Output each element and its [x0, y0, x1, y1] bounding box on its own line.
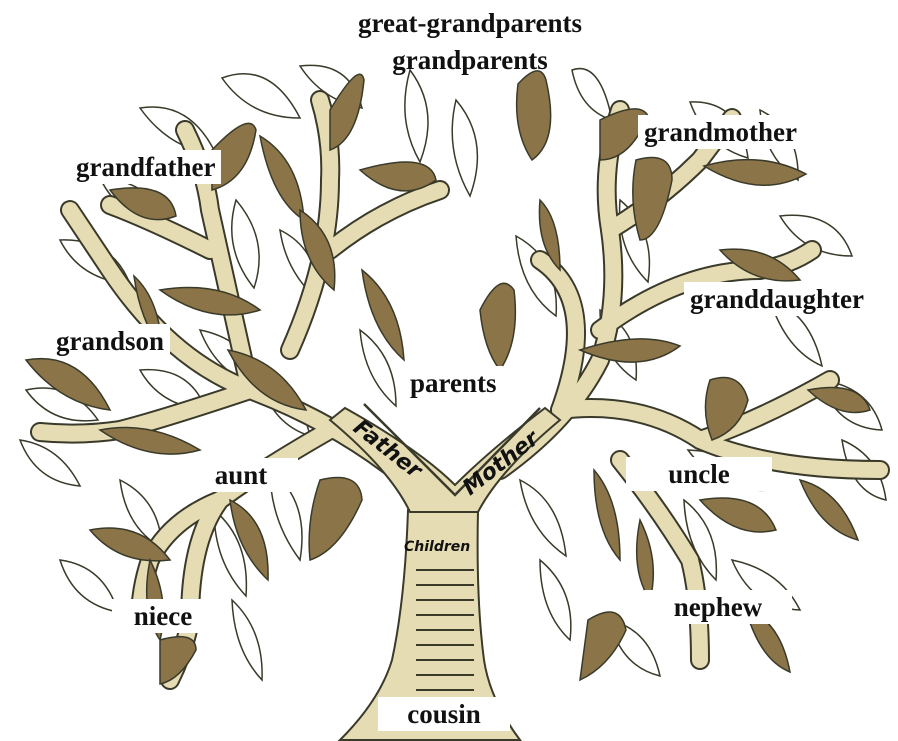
grandmother-label: grandmother: [638, 115, 803, 149]
leaf: [309, 478, 362, 561]
leaf: [520, 480, 566, 556]
great-grandparents-label: great-grandparents: [330, 6, 610, 40]
leaf: [540, 560, 571, 640]
leaf: [800, 480, 858, 540]
leaf: [232, 600, 262, 680]
leaf: [594, 470, 620, 560]
leaf: [637, 520, 654, 600]
uncle-label: uncle: [626, 457, 772, 491]
leaf: [452, 100, 477, 196]
children-label: Children: [404, 539, 470, 555]
grandson-label: grandson: [50, 324, 170, 358]
leaf: [20, 440, 80, 486]
leaf: [360, 162, 436, 191]
niece-label: niece: [112, 599, 214, 633]
leaf: [700, 498, 776, 532]
leaf: [405, 70, 428, 162]
leaf: [222, 74, 300, 118]
leaf: [517, 71, 551, 160]
leaf: [480, 283, 515, 370]
nephew-label: nephew: [644, 590, 792, 624]
leaf: [260, 136, 304, 220]
grandfather-label: grandfather: [70, 150, 221, 184]
parents-label: parents: [404, 366, 503, 400]
leaf: [633, 158, 672, 241]
granddaughter-label: granddaughter: [684, 282, 870, 316]
leaf: [60, 560, 118, 612]
aunt-label: aunt: [184, 458, 298, 492]
cousin-label: cousin: [378, 697, 510, 731]
leaf: [808, 388, 870, 413]
grandparents-label: grandparents: [330, 43, 610, 77]
leaf: [160, 288, 260, 315]
leaf: [232, 200, 259, 288]
